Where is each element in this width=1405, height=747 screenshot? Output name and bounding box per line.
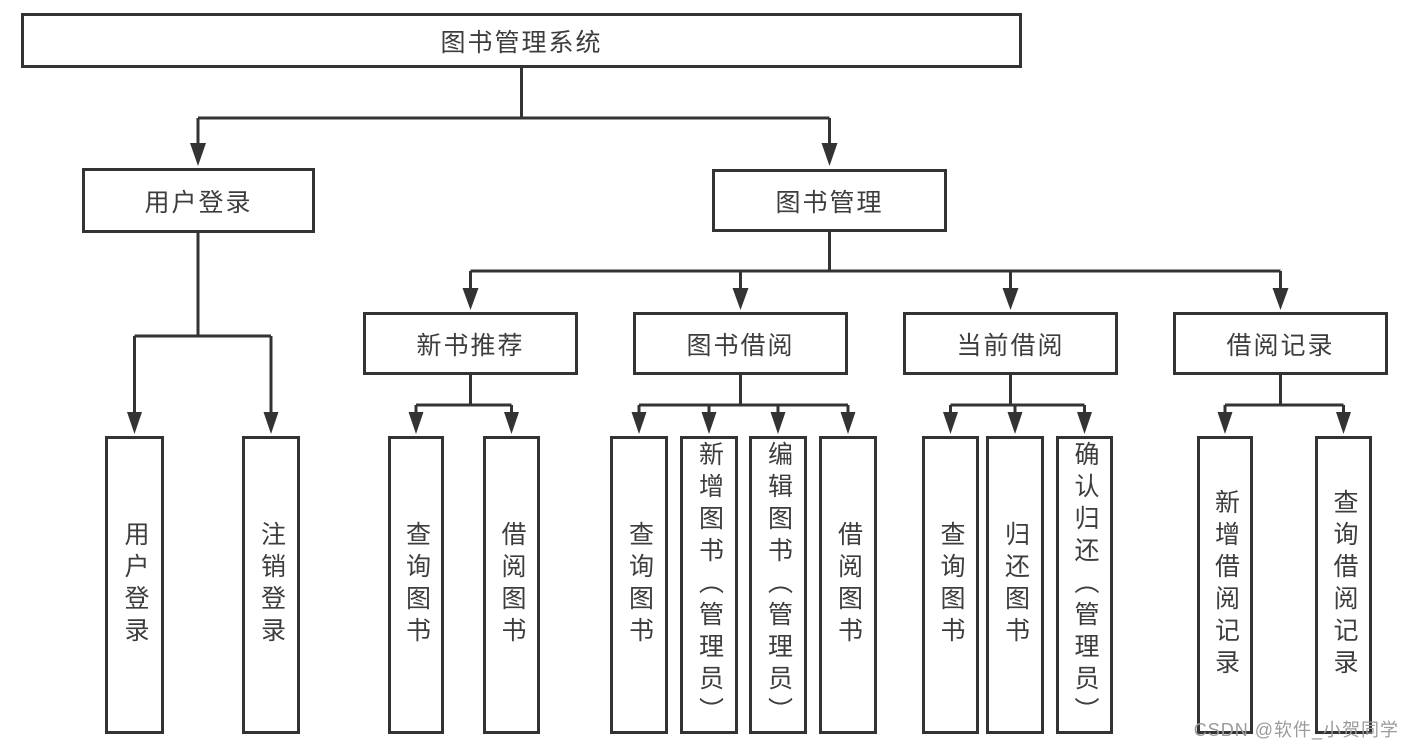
- node-book-borrowing: 图书借阅: [633, 312, 848, 375]
- node-label: 查询图书: [937, 521, 965, 649]
- connector-lines: [133, 68, 1345, 416]
- node-label: 当前借阅: [956, 331, 1065, 360]
- node-label: 借阅图书: [834, 521, 863, 649]
- csdn-watermark: CSDN @软件_小贺同学: [1193, 720, 1399, 740]
- node-current-borrowing: 当前借阅: [903, 312, 1118, 375]
- node-root-system: 图书管理系统: [21, 13, 1022, 68]
- leaf-query-book-recommend: 查询图书: [388, 436, 444, 734]
- node-label: 图书管理: [775, 188, 884, 217]
- node-label: 归还图书: [1001, 521, 1030, 649]
- node-label: 图书管理系统: [440, 28, 603, 57]
- node-borrowing-records: 借阅记录: [1173, 312, 1388, 375]
- node-label: 编辑图书（管理员）: [764, 441, 793, 729]
- leaf-borrow-book-recommend: 借阅图书: [483, 436, 540, 734]
- leaf-add-borrow-record: 新增借阅记录: [1197, 436, 1253, 734]
- node-book-management: 图书管理: [712, 169, 947, 232]
- node-label: 用户登录: [121, 521, 149, 649]
- leaf-user-login: 用户登录: [105, 436, 164, 734]
- node-label: 注销登录: [257, 521, 286, 649]
- node-label: 借阅记录: [1226, 331, 1335, 360]
- node-label: 查询图书: [625, 521, 654, 649]
- node-label: 确认归还（管理员）: [1071, 441, 1099, 729]
- arrowhead-icons: [127, 143, 1351, 434]
- node-label: 借阅图书: [498, 521, 526, 649]
- leaf-return-book: 归还图书: [986, 436, 1044, 734]
- node-label: 用户登录: [144, 188, 253, 217]
- node-label: 新增图书（管理员）: [695, 441, 724, 729]
- leaf-logout: 注销登录: [242, 436, 300, 734]
- node-user-login-group: 用户登录: [82, 168, 315, 233]
- leaf-borrow-book: 借阅图书: [819, 436, 877, 734]
- node-label: 查询图书: [402, 521, 431, 649]
- leaf-confirm-return-admin: 确认归还（管理员）: [1056, 436, 1113, 734]
- leaf-edit-book-admin: 编辑图书（管理员）: [749, 436, 807, 734]
- leaf-add-book-admin: 新增图书（管理员）: [680, 436, 738, 734]
- leaf-query-book-current: 查询图书: [922, 436, 979, 734]
- leaf-query-borrow-record: 查询借阅记录: [1315, 436, 1372, 734]
- node-label: 新书推荐: [416, 331, 525, 360]
- node-new-book-recommend: 新书推荐: [363, 312, 578, 375]
- node-label: 新增借阅记录: [1211, 489, 1240, 681]
- node-label: 图书借阅: [686, 331, 795, 360]
- node-label: 查询借阅记录: [1330, 489, 1358, 681]
- leaf-query-book-borrowing: 查询图书: [610, 436, 668, 734]
